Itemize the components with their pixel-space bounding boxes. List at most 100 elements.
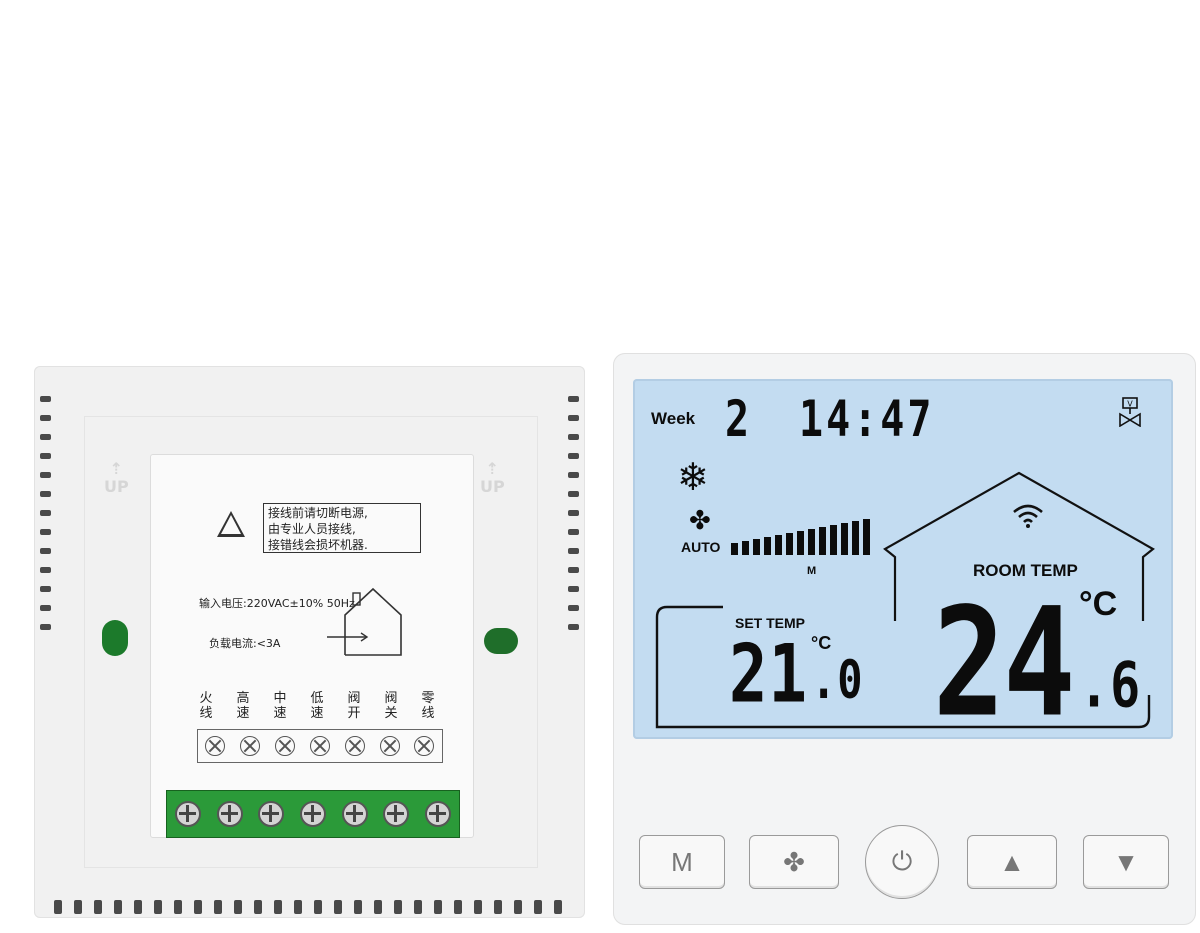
mounting-hole-left: [102, 620, 128, 656]
week-label: Week: [651, 409, 696, 428]
terminal-symbol-icon: [240, 736, 261, 756]
vent-slot: [40, 529, 51, 535]
set-temp-frame: [655, 605, 1151, 729]
temp-up-button[interactable]: ▲: [967, 835, 1057, 889]
fan-speed-bar: [808, 529, 815, 555]
terminal-screw[interactable]: [383, 801, 410, 827]
vent-slot: [40, 415, 51, 421]
power-icon: ⏻: [891, 846, 913, 876]
wiring-warning: 接线前请切断电源, 由专业人员接线, 接错线会损坏机器.: [263, 503, 421, 553]
svg-text:V: V: [1127, 400, 1133, 409]
up-arrow-icon: ▲: [999, 846, 1025, 877]
terminal-screw[interactable]: [425, 801, 452, 827]
vent-slot: [40, 624, 51, 630]
room-temp-decimal: .6: [1079, 649, 1142, 722]
fan-speed-bar: [819, 527, 826, 555]
vent-slot: [40, 567, 51, 573]
vent-slot: [414, 900, 422, 914]
vent-slot: [568, 548, 579, 554]
terminal-symbol-icon: [414, 736, 435, 756]
terminal-symbol-icon: [309, 736, 330, 756]
terminal-screw[interactable]: [258, 801, 285, 827]
vent-slot: [40, 434, 51, 440]
fan-icon: ✤: [783, 846, 805, 877]
back-plate: ⇡ UP ⇡ UP ! 接线前请切断电源, 由专业人员接线, 接错线会损坏机器.…: [34, 366, 585, 918]
vent-slot: [568, 415, 579, 421]
vent-slot: [40, 453, 51, 459]
fan-speed-bars: [731, 519, 881, 555]
keypad: M ✤ ⏻ ▲ ▼: [613, 823, 1196, 899]
vent-slot: [534, 900, 542, 914]
set-temp-unit: °C: [811, 633, 832, 653]
vent-slot: [394, 900, 402, 914]
terminal-symbol-icon: [275, 736, 296, 756]
vent-slot: [40, 396, 51, 402]
vent-slot: [454, 900, 462, 914]
terminal-label: 阀关: [384, 691, 398, 721]
power-button[interactable]: ⏻: [865, 825, 939, 899]
set-temp-decimal: .0: [811, 649, 864, 711]
vent-slot: [568, 586, 579, 592]
fan-speed-bar: [786, 533, 793, 555]
vent-slot: [74, 900, 82, 914]
thermostat-front: Week 2 14:47 V ❄ ✤ AUTO M ROOM TEMP SET …: [613, 353, 1196, 925]
terminal-screw[interactable]: [299, 801, 326, 827]
down-arrow-icon: ▼: [1113, 846, 1139, 877]
fan-button[interactable]: ✤: [749, 835, 839, 889]
fan-speed-bar: [852, 521, 859, 555]
terminal-label: 火线: [199, 691, 213, 721]
terminal-screw[interactable]: [341, 801, 368, 827]
vent-slot: [114, 900, 122, 914]
temp-down-button[interactable]: ▼: [1083, 835, 1169, 889]
fan-speed-bar: [764, 537, 771, 555]
vent-slot: [568, 491, 579, 497]
vent-slot: [568, 434, 579, 440]
weekday-digit: 2: [725, 391, 751, 449]
terminal-label: 中速: [273, 691, 287, 721]
vent-slot: [474, 900, 482, 914]
terminal-label: 零线: [421, 691, 435, 721]
room-temp-unit: °C: [1079, 585, 1118, 623]
vent-slot: [174, 900, 182, 914]
vent-slot: [40, 605, 51, 611]
terminal-screw[interactable]: [216, 801, 243, 827]
terminal-block: [166, 790, 460, 838]
mode-button[interactable]: M: [639, 835, 725, 889]
vent-slot: [568, 605, 579, 611]
vent-slot: [334, 900, 342, 914]
load-current-spec: 负载电流:<3A: [209, 637, 281, 650]
fan-speed-bar: [775, 535, 782, 555]
clock-time: 14:47: [799, 391, 935, 449]
wifi-icon: [1013, 504, 1043, 528]
vent-slot: [354, 900, 362, 914]
fan-speed-bar: [731, 543, 738, 555]
up-arrow-icon: ⇡: [109, 459, 124, 478]
terminal-labels: 火线 高速 中速 低速 阀开 阀关 零线: [197, 691, 437, 721]
vent-slot: [568, 529, 579, 535]
vent-slot: [274, 900, 282, 914]
input-voltage-spec: 输入电压:220VAC±10% 50Hz: [199, 597, 355, 610]
vent-slot: [154, 900, 162, 914]
vent-slot: [214, 900, 222, 914]
fan-speed-bar: [742, 541, 749, 555]
fan-speed-bar: [841, 523, 848, 555]
vent-slot: [434, 900, 442, 914]
vent-slot: [554, 900, 562, 914]
vent-slot: [40, 586, 51, 592]
vent-slot: [40, 472, 51, 478]
set-temp-label: SET TEMP: [735, 615, 806, 631]
vent-slot: [54, 900, 62, 914]
snowflake-icon: ❄: [677, 457, 709, 499]
fan-speed-bar: [797, 531, 804, 555]
vent-slot: [254, 900, 262, 914]
valve-icon: V: [1119, 397, 1141, 427]
fan-mode-label: AUTO: [681, 539, 721, 555]
fan-speed-bar: [753, 539, 760, 555]
vent-slot: [294, 900, 302, 914]
mounting-hole-right: [484, 628, 518, 654]
vent-slot: [494, 900, 502, 914]
terminal-symbol-icon: [379, 736, 400, 756]
terminal-symbol-row: [197, 729, 443, 763]
terminal-screw[interactable]: [174, 801, 201, 827]
terminal-label: 阀开: [347, 691, 361, 721]
